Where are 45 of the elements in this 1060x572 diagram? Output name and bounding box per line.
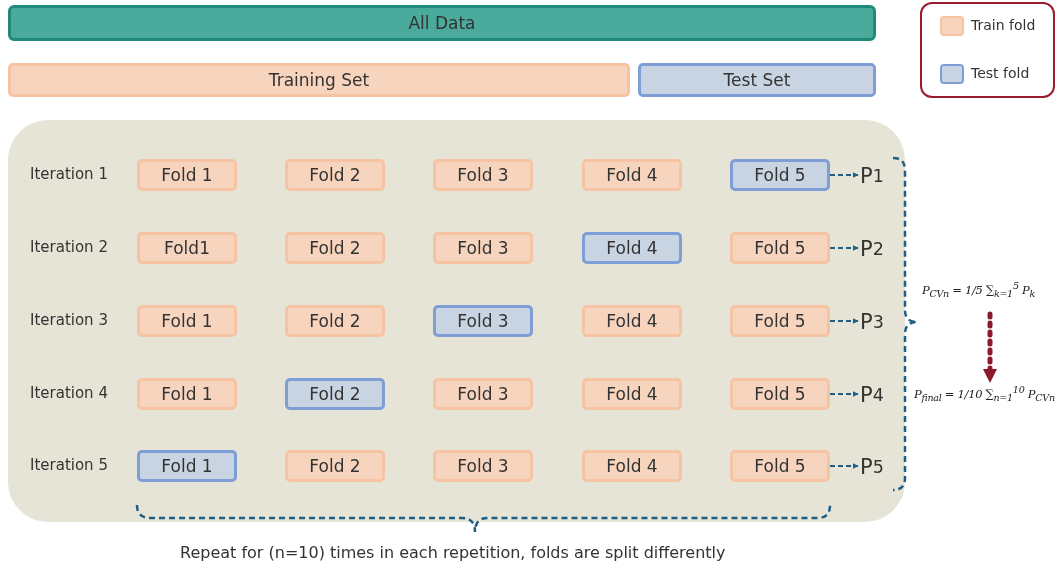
formula: P$_{CVn}$ = 1/5 ∑$_{k=1}$$^{5}$ P$_{k}$ — [922, 280, 1058, 310]
fold-box: Fold 2 — [285, 450, 385, 482]
fold-box: Fold 1 — [137, 378, 237, 410]
fold-box: Fold 2 — [285, 159, 385, 191]
caption: Repeat for (n=10) times in each repetition, folds are split differently — [180, 543, 726, 562]
fold-box: Fold 4 — [582, 159, 682, 191]
fold-box: Fold 5 — [730, 305, 830, 337]
fold-box: Fold 3 — [433, 450, 533, 482]
fold-box: Fold 4 — [582, 305, 682, 337]
legend-label: Train fold — [971, 17, 1036, 33]
iterations-panel — [8, 120, 905, 522]
fold-box: Fold 5 — [730, 378, 830, 410]
fold-box: Fold 2 — [285, 232, 385, 264]
arrow — [829, 391, 859, 397]
fold-box: Fold 5 — [730, 450, 830, 482]
fold-box: Fold 4 — [582, 378, 682, 410]
arrow — [983, 311, 997, 383]
fold-box: Fold 3 — [433, 232, 533, 264]
fold-box: Fold 1 — [137, 450, 237, 482]
fold-box: Fold 3 — [433, 378, 533, 410]
row-label: Iteration 2 — [30, 238, 108, 256]
data-bar: All Data — [8, 5, 876, 41]
arrow — [829, 245, 859, 251]
fold-box: Fold 1 — [137, 159, 237, 191]
fold-box: Fold 5 — [730, 232, 830, 264]
fold-box: Fold 2 — [285, 378, 385, 410]
fold-box: Fold 4 — [582, 232, 682, 264]
legend-label: Test fold — [971, 65, 1030, 81]
fold-box: Fold 4 — [582, 450, 682, 482]
set-bar: Test Set — [638, 63, 876, 97]
row-label: Iteration 4 — [30, 384, 108, 402]
fold-box: Fold1 — [137, 232, 237, 264]
fold-box: Fold 2 — [285, 305, 385, 337]
row-label: Iteration 1 — [30, 165, 108, 183]
arrow — [829, 463, 859, 469]
fold-box: Fold 3 — [433, 305, 533, 337]
formula: P$_{final}$ = 1/10 ∑$_{n=1}$$^{10}$ P$_{CVn}$ — [914, 384, 1058, 414]
arrow — [829, 318, 859, 324]
fold-box: Fold 1 — [137, 305, 237, 337]
row-label: Iteration 3 — [30, 311, 108, 329]
row-label: Iteration 5 — [30, 456, 108, 474]
fold-box: Fold 3 — [433, 159, 533, 191]
fold-box: Fold 5 — [730, 159, 830, 191]
arrow — [829, 172, 859, 178]
set-bar: Training Set — [8, 63, 630, 97]
